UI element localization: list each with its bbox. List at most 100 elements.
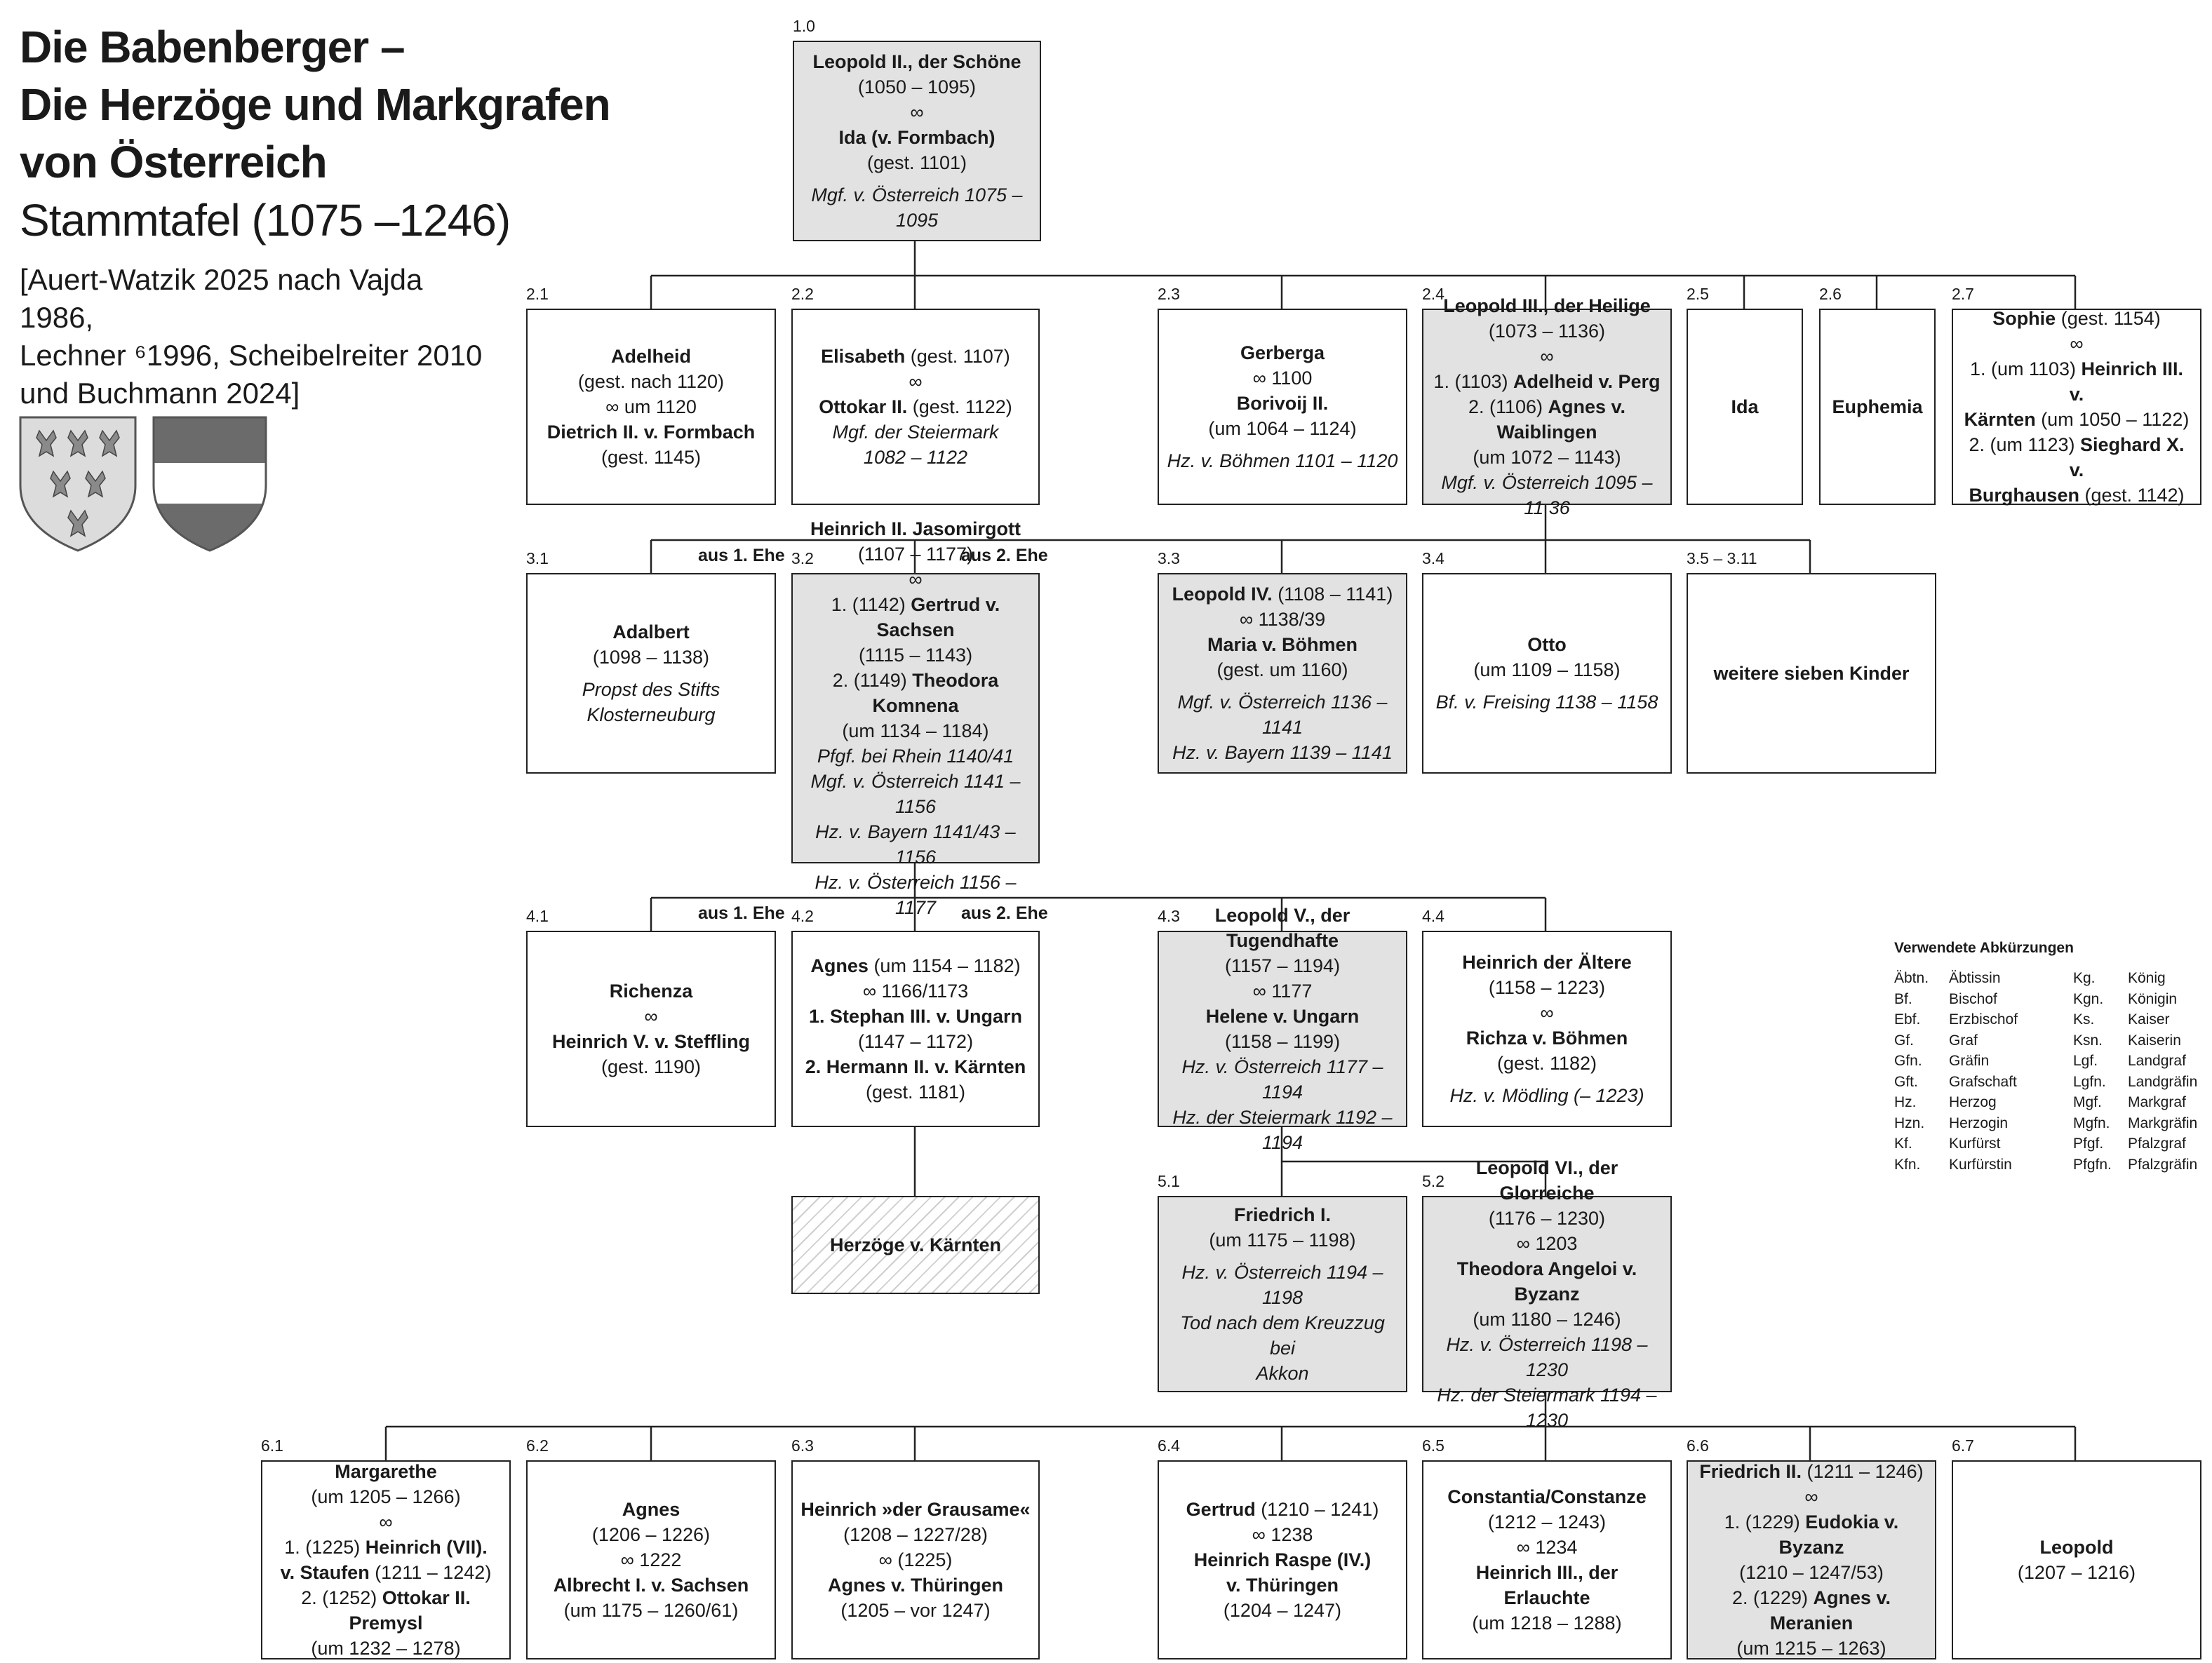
person-line: (1098 – 1138)	[592, 647, 710, 668]
person-line: Agnes (um 1154 – 1182)	[810, 955, 1021, 976]
abbreviation-row: Kgn.Königin	[2073, 990, 2178, 1007]
person-line: (1205 – vor 1247)	[840, 1600, 991, 1621]
person-line: Leopold II., der Schöne	[812, 51, 1021, 72]
person-line: Leopold	[2039, 1537, 2114, 1558]
person-line: Klosterneuburg	[586, 704, 716, 725]
person-line: (um 1134 – 1184)	[842, 720, 989, 741]
person-line: Hz. v. Österreich 1156 – 1177	[815, 872, 1017, 918]
generation-tag: 3.1	[526, 549, 549, 567]
person-line: 2. (1149) Theodora Komnena	[832, 670, 999, 716]
person-line: ∞ 1138/39	[1239, 609, 1326, 630]
person-line: 2. (um 1123) Sieghard X. v.	[1969, 434, 2185, 480]
person-line: 1. (1103) Adelheid v. Perg	[1433, 371, 1661, 392]
person-box-p5-1: Friedrich I.(um 1175 – 1198)Hz. v. Öster…	[1158, 1196, 1407, 1392]
person-line: (1115 – 1143)	[858, 645, 973, 666]
person-line: Friedrich I.	[1233, 1204, 1332, 1225]
person-line: Hz. v. Österreich 1177 – 1194	[1181, 1056, 1383, 1103]
person-line: (gest. nach 1120)	[577, 371, 725, 392]
person-line: Helene v. Ungarn	[1205, 1006, 1360, 1027]
person-box-p3-4: Otto(um 1109 – 1158)Bf. v. Freising 1138…	[1422, 573, 1672, 774]
generation-tag: 2.3	[1158, 285, 1180, 303]
person-line: Akkon	[1256, 1363, 1309, 1384]
person-line: Leopold III., der Heilige	[1443, 295, 1651, 316]
eagles-crest-icon	[19, 416, 137, 552]
person-box-p6-6: Friedrich II. (1211 – 1246)∞1. (1229) Eu…	[1687, 1460, 1936, 1659]
person-box-p2-2: Elisabeth (gest. 1107)∞Ottokar II. (gest…	[791, 309, 1040, 505]
abbreviation-row: Bf.Bischof	[1894, 990, 1997, 1007]
generation-tag: 5.1	[1158, 1172, 1180, 1190]
person-line: 1. (1142) Gertrud v. Sachsen	[831, 594, 1000, 640]
person-line: ∞	[1540, 1002, 1554, 1023]
person-line: Hz. v. Österreich 1194 – 1198	[1181, 1262, 1383, 1308]
person-box-p3-2: Heinrich II. Jasomirgott(1107 – 1177)∞1.…	[791, 518, 1040, 918]
person-line: (1210 – 1247/53)	[1739, 1562, 1884, 1583]
person-line: ∞	[909, 569, 923, 590]
person-line: (1176 – 1230)	[1488, 1208, 1606, 1229]
person-line: (gest. 1182)	[1496, 1053, 1597, 1074]
person-box-p6-1: Margarethe(um 1205 – 1266)∞1. (1225) Hei…	[261, 1460, 511, 1659]
source-line-2: Lechner ⁶1996, Scheibelreiter 2010	[20, 339, 483, 372]
generation-tag: 2.7	[1952, 285, 1974, 303]
person-line: Hz. der Steiermark 1194 – 1230	[1437, 1385, 1657, 1431]
person-line: (1208 – 1227/28)	[843, 1524, 988, 1545]
person-line: Adalbert	[612, 621, 690, 642]
person-line: Ida	[1731, 396, 1759, 417]
person-line: ∞ 1166/1173	[862, 981, 969, 1002]
generation-tag: 3.4	[1422, 549, 1444, 567]
person-line: Propst des Stifts	[582, 679, 720, 700]
person-line: (um 1109 – 1158)	[1473, 659, 1621, 680]
person-line: ∞	[379, 1511, 393, 1533]
abbreviations-title: Verwendete Abkürzungen	[1894, 940, 2074, 956]
person-line: Mgf. v. Österreich 1136 – 1141	[1177, 692, 1388, 738]
abbreviation-row: Ebf.Erzbischof	[1894, 1011, 2018, 1028]
person-line: Kärnten (um 1050 – 1122)	[1964, 409, 2190, 430]
person-line: (um 1205 – 1266)	[311, 1486, 461, 1507]
abbreviation-row: Gfn.Gräfin	[1894, 1053, 1990, 1069]
generation-tag: 6.2	[526, 1436, 549, 1455]
person-line: (gest. 1145)	[601, 447, 702, 468]
title-block: Die Babenberger – Die Herzöge und Markgr…	[20, 18, 611, 250]
generation-tag: 6.3	[791, 1436, 814, 1455]
person-line: 2. (1252) Ottokar II. Premysl	[301, 1587, 471, 1634]
person-line: (um 1072 – 1143)	[1473, 447, 1621, 468]
marriage-label-first: aus 1. Ehe	[698, 903, 785, 923]
person-line: Mgf. v. Österreich 1141 – 1156	[810, 771, 1021, 817]
person-line: ∞ 1203	[1516, 1233, 1578, 1254]
abbreviation-row: Pfgf.Pfalzgraf	[2073, 1136, 2186, 1152]
person-line: (1073 – 1136)	[1488, 321, 1606, 342]
generation-tag: 2.6	[1819, 285, 1842, 303]
person-line: (um 1218 – 1288)	[1472, 1612, 1622, 1634]
person-line: Mgf. v. Österreich 1075 – 1095	[811, 184, 1023, 231]
person-line: 1. Stephan III. v. Ungarn	[808, 1006, 1023, 1027]
bindenschild-crest-icon	[152, 416, 267, 552]
generation-tag: 2.4	[1422, 285, 1444, 303]
person-line: (1147 – 1172)	[857, 1031, 974, 1052]
person-line: Tod nach dem Kreuzzug bei	[1180, 1312, 1385, 1359]
person-line: Heinrich III., der Erlauchte	[1475, 1562, 1618, 1608]
title-line-1: Die Babenberger –	[20, 22, 405, 72]
abbreviation-row: Kf.Kurfürst	[1894, 1136, 2001, 1152]
person-line: (1050 – 1095)	[857, 76, 977, 97]
person-line: Adelheid	[610, 346, 691, 367]
generation-tag: 2.2	[791, 285, 814, 303]
person-line: 2. (1106) Agnes v. Waiblingen	[1468, 396, 1626, 443]
person-line: Hz. der Steiermark 1192 – 1194	[1172, 1107, 1393, 1153]
person-line: ∞	[2070, 333, 2084, 354]
abbreviation-row: Pfgfn.Pfalzgräfin	[2073, 1156, 2198, 1173]
person-box-p6-7: Leopold(1207 – 1216)	[1952, 1460, 2201, 1659]
person-line: Elisabeth (gest. 1107)	[821, 346, 1010, 367]
person-line: v. Thüringen	[1226, 1575, 1339, 1596]
person-box-p2-4: Leopold III., der Heilige(1073 – 1136)∞1…	[1422, 295, 1672, 518]
person-line: (gest. 1190)	[601, 1056, 702, 1077]
abbreviation-row: Gft.Grafschaft	[1894, 1073, 2017, 1090]
person-line: ∞ 1234	[1516, 1537, 1578, 1558]
person-line: Gertrud (1210 – 1241)	[1186, 1499, 1379, 1520]
generation-tag: 5.2	[1422, 1172, 1444, 1190]
person-line: 2. Hermann II. v. Kärnten	[805, 1056, 1026, 1077]
